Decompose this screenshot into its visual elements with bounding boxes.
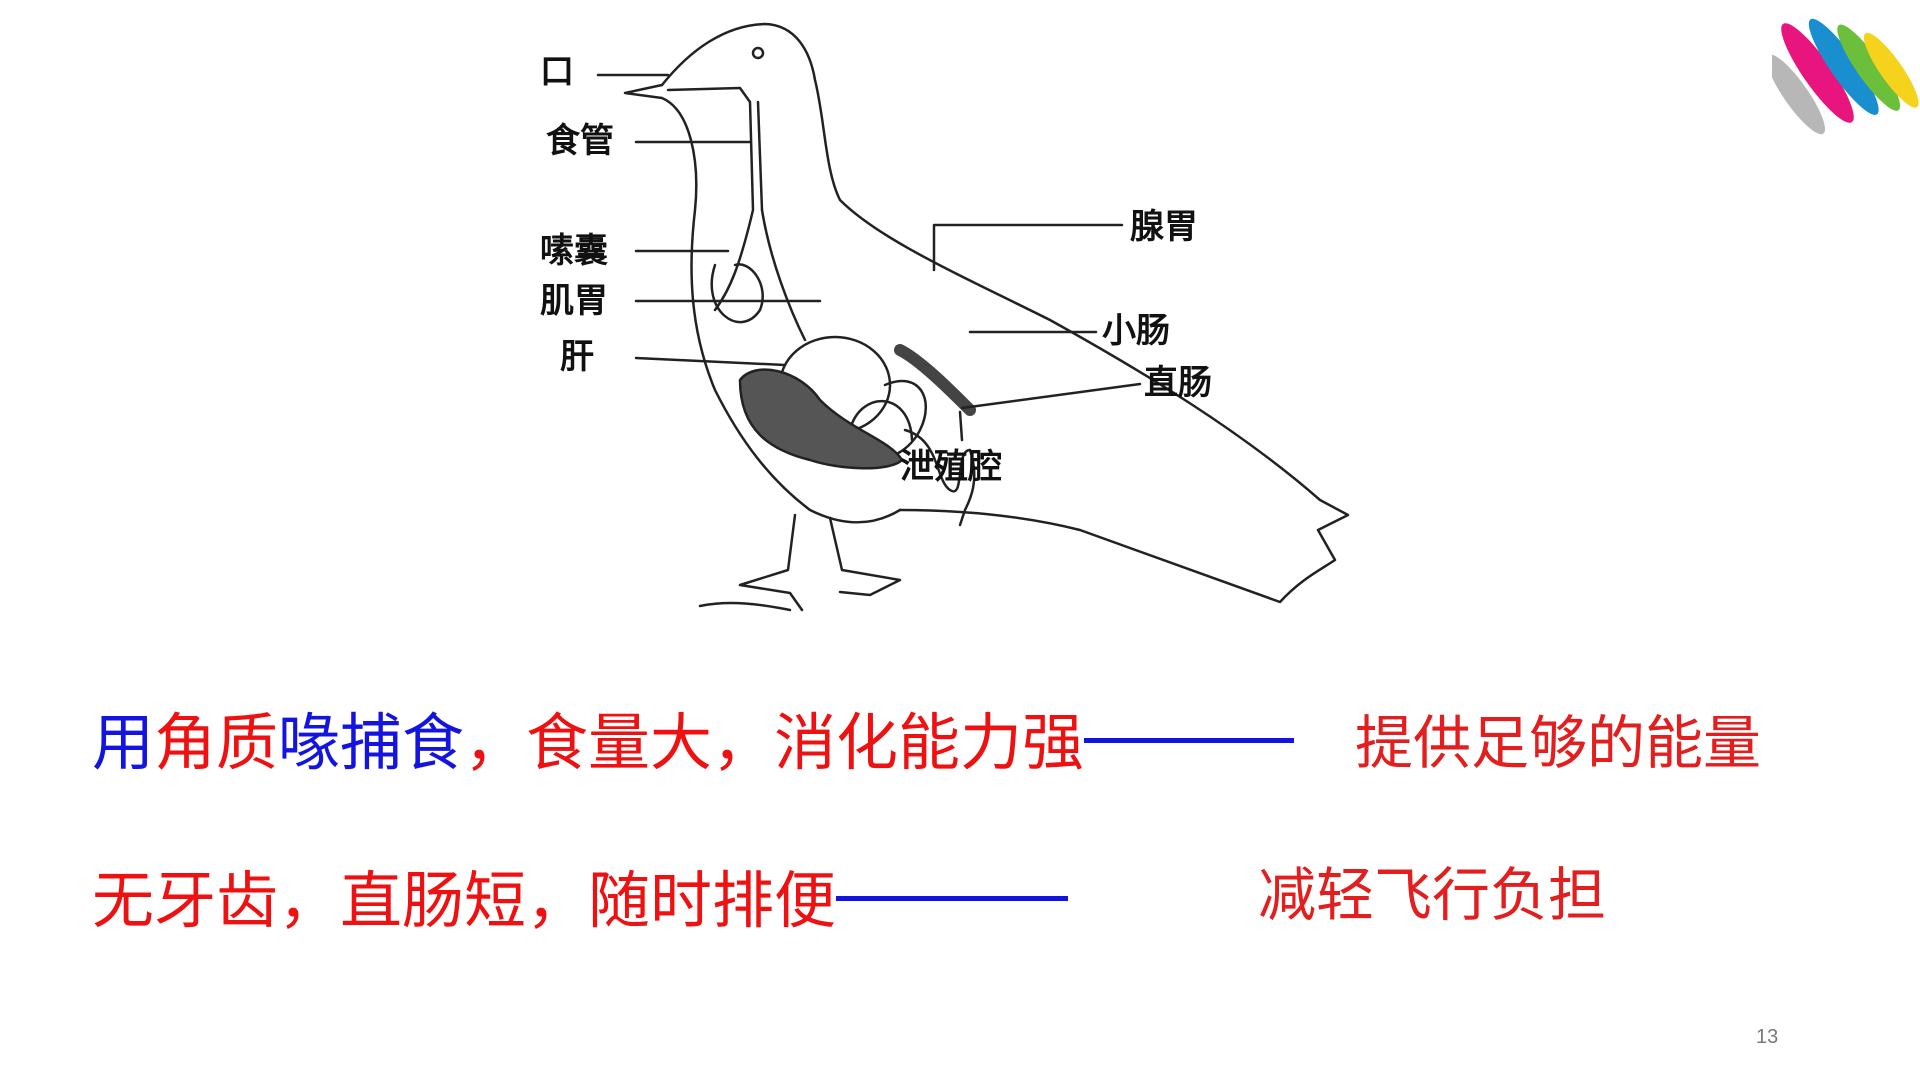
statement-1-dash: [1084, 738, 1295, 744]
bird-outline: [596, 22, 1350, 612]
statement-1-red2: ，食量大，消化能力强: [464, 706, 1085, 779]
label-esophagus: 食管: [546, 121, 614, 161]
label-small-intestine: 小肠: [1102, 311, 1170, 351]
statement-1-blue2: 喙捕食: [278, 706, 465, 779]
label-liver: 肝: [560, 337, 594, 377]
statement-1-red: 角质: [154, 706, 279, 779]
bird-digestive-diagram: 口 食管 嗉囊 肌胃 肝 腺胃 小肠 直肠 泄殖腔: [540, 10, 1410, 630]
label-proventriculus: 腺胃: [1130, 207, 1198, 247]
label-rectum: 直肠: [1144, 363, 1212, 403]
result-2: 减轻飞行负担: [1258, 861, 1607, 929]
label-cloaca: 泄殖腔: [900, 447, 1002, 487]
statement-2-dash: [836, 896, 1069, 902]
statement-2-red: 无牙齿，直肠短，随时排便: [92, 864, 837, 937]
label-gizzard: 肌胃: [540, 281, 608, 321]
statement-1-blue: 用: [92, 706, 155, 779]
statement-2: 无牙齿，直肠短，随时排便: [92, 870, 1069, 932]
label-mouth: 口: [540, 52, 574, 92]
statement-1: 用角质喙捕食，食量大，消化能力强: [92, 712, 1295, 774]
page-number: 13: [1756, 1026, 1779, 1048]
brand-logo-icon: [1766, 4, 1920, 174]
label-crop: 嗉囊: [540, 231, 608, 271]
result-1: 提供足够的能量: [1355, 709, 1762, 777]
